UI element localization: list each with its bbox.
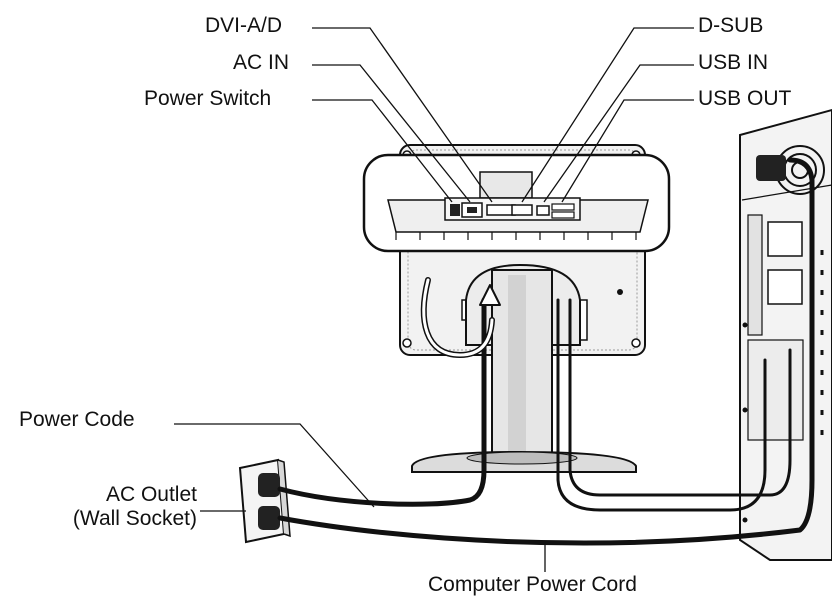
wall-outlet (238, 458, 291, 544)
cables (277, 157, 815, 546)
leader-lines (174, 27, 694, 572)
label-power-code: Power Code (19, 408, 135, 431)
connector-panel-zoom (362, 153, 671, 253)
label-power-switch: Power Switch (144, 87, 272, 110)
label-d-sub: D-SUB (698, 14, 764, 37)
computer-tower (739, 108, 832, 561)
label-ac-in: AC IN (233, 51, 290, 74)
label-usb-out: USB OUT (698, 87, 792, 110)
label-dvi-a-d: DVI-A/D (205, 14, 283, 37)
label-ac-outlet-line1: AC Outlet (105, 483, 197, 506)
label-usb-in: USB IN (698, 51, 769, 74)
label-computer-power-cord: Computer Power Cord (428, 573, 637, 596)
label-ac-outlet: AC Outlet (Wall Socket) (0, 483, 197, 531)
label-ac-outlet-line2: (Wall Socket) (72, 507, 197, 530)
